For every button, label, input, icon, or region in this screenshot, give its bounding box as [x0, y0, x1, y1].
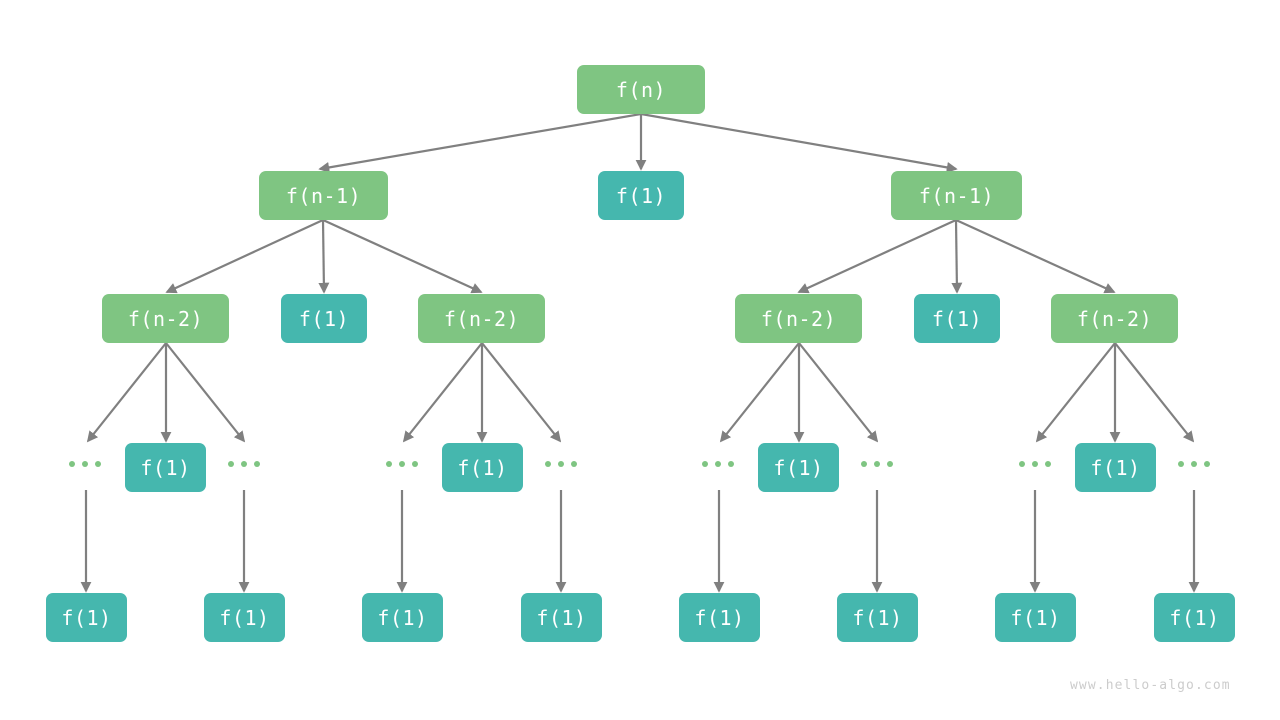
tree-node-n4f: f(1): [837, 593, 918, 642]
tree-node-n2b: f(1): [281, 294, 367, 343]
tree-node-n0: f(n): [577, 65, 705, 114]
tree-node-n2c: f(n-2): [418, 294, 545, 343]
tree-node-n2f: f(n-2): [1051, 294, 1178, 343]
tree-node-n3c: f(1): [758, 443, 839, 492]
ellipsis-dot: [887, 461, 893, 467]
edge-n1a-to-n2a: [165, 219, 324, 294]
edge-n1c-to-n2d: [797, 219, 957, 294]
tree-node-n2e: f(1): [914, 294, 1000, 343]
ellipsis-dot: [702, 461, 708, 467]
tree-node-n3b: f(1): [442, 443, 523, 492]
edge-n1c-to-n2f: [955, 218, 1116, 294]
ellipsis-dot: [412, 461, 418, 467]
ellipsis-e4: [545, 460, 577, 468]
ellipsis-dot: [95, 461, 101, 467]
watermark: www.hello-algo.com: [1070, 678, 1231, 693]
tree-node-n4e: f(1): [679, 593, 760, 642]
edge-n1a-to-n2b: [318, 219, 330, 294]
ellipsis-dot: [1019, 461, 1025, 467]
ellipsis-dot: [1045, 461, 1051, 467]
edge-n2c-to-e3: [402, 342, 483, 443]
tree-node-n4g: f(1): [995, 593, 1076, 642]
tree-node-n1b: f(1): [598, 171, 684, 220]
ellipsis-dot: [874, 461, 880, 467]
ellipsis-dot: [254, 461, 260, 467]
ellipsis-dot: [715, 461, 721, 467]
tree-node-n4h: f(1): [1154, 593, 1235, 642]
ellipsis-e3: [386, 460, 418, 468]
ellipsis-dot: [386, 461, 392, 467]
edge-n1c-to-n2e: [951, 219, 963, 294]
ellipsis-dot: [728, 461, 734, 467]
edge-n2d-to-e5: [719, 342, 800, 443]
edge-n2a-to-e2: [165, 342, 246, 443]
ellipsis-dot: [861, 461, 867, 467]
ellipsis-e7: [1019, 460, 1051, 468]
tree-node-n1c: f(n-1): [891, 171, 1022, 220]
tree-node-n2d: f(n-2): [735, 294, 862, 343]
edge-n2d-to-e6: [798, 342, 879, 443]
ellipsis-e5: [702, 460, 734, 468]
tree-node-n3a: f(1): [125, 443, 206, 492]
edge-n0-to-n1c: [640, 112, 958, 173]
edge-n2a-to-e1: [86, 342, 167, 443]
tree-node-n4c: f(1): [362, 593, 443, 642]
ellipsis-dot: [545, 461, 551, 467]
ellipsis-dot: [1178, 461, 1184, 467]
ellipsis-e8: [1178, 460, 1210, 468]
ellipsis-dot: [241, 461, 247, 467]
tree-node-n4a: f(1): [46, 593, 127, 642]
ellipsis-dot: [571, 461, 577, 467]
ellipsis-dot: [1191, 461, 1197, 467]
edge-n1a-to-n2c: [322, 218, 483, 294]
edge-n2f-to-e8: [1114, 342, 1195, 443]
tree-node-n4b: f(1): [204, 593, 285, 642]
ellipsis-dot: [1204, 461, 1210, 467]
tree-node-n1a: f(n-1): [259, 171, 388, 220]
tree-node-n3d: f(1): [1075, 443, 1156, 492]
ellipsis-dot: [558, 461, 564, 467]
tree-node-n2a: f(n-2): [102, 294, 229, 343]
ellipsis-dot: [69, 461, 75, 467]
ellipsis-e6: [861, 460, 893, 468]
tree-node-n4d: f(1): [521, 593, 602, 642]
ellipsis-dot: [399, 461, 405, 467]
ellipsis-dot: [1032, 461, 1038, 467]
edge-n2c-to-e4: [481, 342, 562, 443]
ellipsis-e2: [228, 460, 260, 468]
edge-n0-to-n1a: [318, 112, 642, 173]
ellipsis-e1: [69, 460, 101, 468]
ellipsis-dot: [82, 461, 88, 467]
edge-n2f-to-e7: [1035, 342, 1116, 443]
ellipsis-dot: [228, 461, 234, 467]
